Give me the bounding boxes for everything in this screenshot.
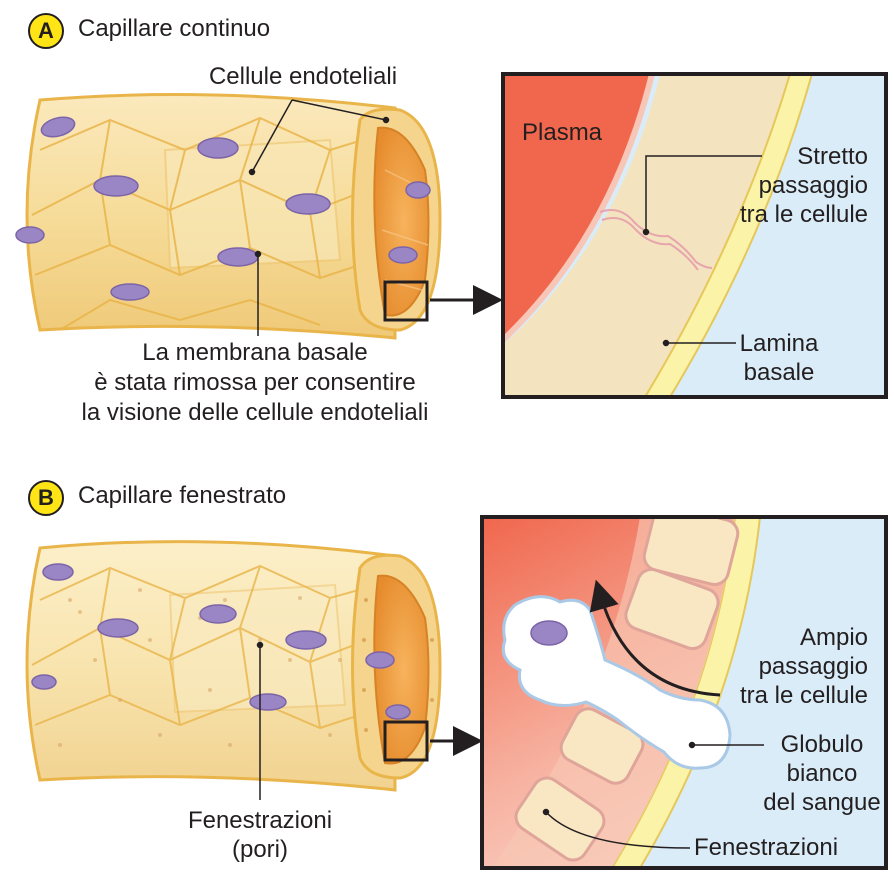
- wide-gap-label-line1: Ampio: [700, 623, 868, 653]
- fenestrations-label: Fenestrazioni: [694, 833, 838, 863]
- fenestrations-pores-label-line2: (pori): [150, 835, 370, 865]
- narrow-gap-label-line1: Stretto: [700, 142, 868, 172]
- panel-a-badge: A: [28, 13, 64, 49]
- basal-lamina-label-line2: basale: [724, 358, 834, 388]
- white-blood-cell-label-line1: Globulo: [762, 730, 882, 760]
- wide-gap-label-line3: tra le cellule: [700, 681, 868, 711]
- narrow-gap-label-line3: tra le cellule: [700, 200, 868, 230]
- plasma-label: Plasma: [522, 118, 602, 148]
- white-blood-cell-label-line2: bianco: [762, 759, 882, 789]
- panel-b-title: Capillare fenestrato: [78, 481, 286, 511]
- panel-a-title: Capillare continuo: [78, 14, 270, 44]
- endothelial-cells-label: Cellule endoteliali: [188, 62, 418, 92]
- fenestrated-capillary-tube: [27, 542, 468, 790]
- basement-membrane-caption-line3: la visione delle cellule endoteliali: [20, 398, 490, 428]
- basement-membrane-caption-line2: è stata rimossa per consentire: [20, 368, 490, 398]
- narrow-gap-label-line2: passaggio: [700, 171, 868, 201]
- wide-gap-label-line2: passaggio: [700, 652, 868, 682]
- continuous-capillary-tube: [16, 95, 488, 338]
- panel-b-badge: B: [28, 480, 64, 516]
- basement-membrane-caption-line1: La membrana basale: [20, 338, 490, 368]
- basal-lamina-label-line1: Lamina: [724, 329, 834, 359]
- fenestrations-pores-label-line1: Fenestrazioni: [150, 806, 370, 836]
- white-blood-cell-nucleus: [531, 621, 567, 645]
- white-blood-cell-label-line3: del sangue: [752, 788, 892, 818]
